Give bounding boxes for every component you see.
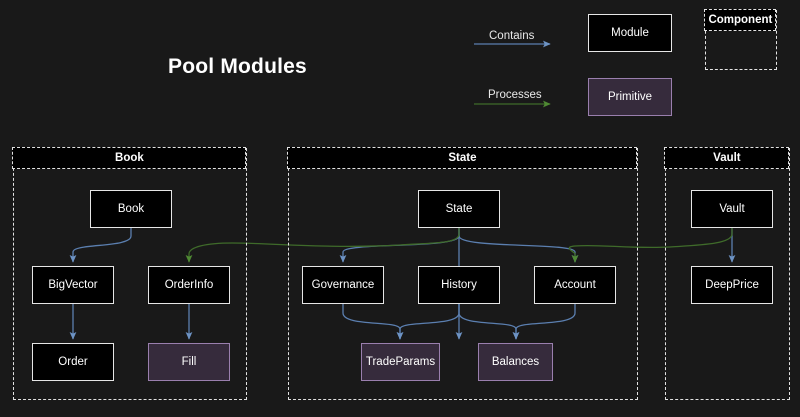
node-fill[interactable]: Fill xyxy=(148,343,230,381)
node-account[interactable]: Account xyxy=(534,266,616,304)
node-tradeparams[interactable]: TradeParams xyxy=(361,343,440,381)
node-history[interactable]: History xyxy=(418,266,500,304)
legend-primitive-swatch: Primitive xyxy=(588,78,672,116)
legend-component-label: Component xyxy=(704,9,777,32)
group-book: Book xyxy=(12,147,247,400)
node-deepprice[interactable]: DeepPrice xyxy=(691,266,773,304)
node-state[interactable]: State xyxy=(418,190,500,228)
node-orderinfo[interactable]: OrderInfo xyxy=(148,266,230,304)
legend-contains-label: Contains xyxy=(489,30,535,42)
node-balances[interactable]: Balances xyxy=(478,343,553,381)
legend-processes-label: Processes xyxy=(488,89,542,101)
legend-component-swatch: Component xyxy=(704,9,777,70)
node-vault[interactable]: Vault xyxy=(691,190,773,228)
group-state-label: State xyxy=(287,147,638,170)
group-state: State xyxy=(287,147,638,400)
node-book[interactable]: Book xyxy=(90,190,172,228)
group-book-label: Book xyxy=(12,147,247,170)
group-vault-label: Vault xyxy=(664,147,790,170)
node-governance[interactable]: Governance xyxy=(302,266,384,304)
node-bigvector[interactable]: BigVector xyxy=(32,266,114,304)
group-vault: Vault xyxy=(664,147,790,400)
legend-module-swatch: Module xyxy=(588,14,672,52)
page-title: Pool Modules xyxy=(168,55,307,78)
node-order[interactable]: Order xyxy=(32,343,114,381)
